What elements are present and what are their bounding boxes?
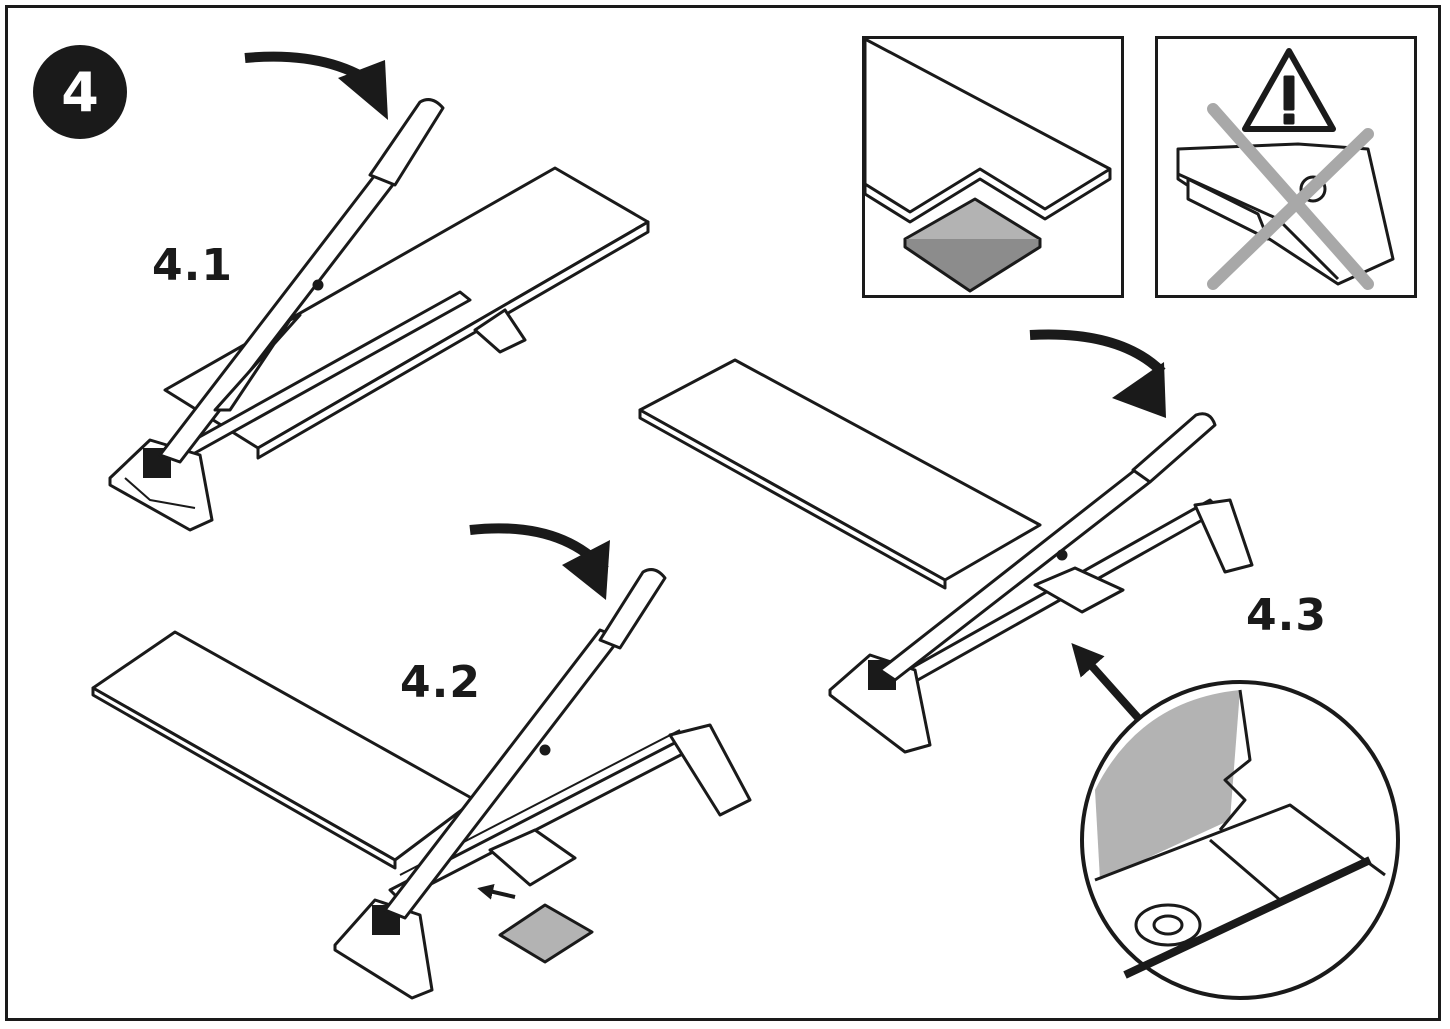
substep-label-4-2: 4.2	[400, 657, 481, 708]
inset-warning-incorrect-usage	[1155, 36, 1417, 298]
inset-correct-usage	[862, 36, 1124, 298]
page-frame	[5, 5, 1441, 1021]
cutter-base	[333, 898, 434, 1000]
cutter-base	[828, 653, 932, 754]
step-4-3-illustration	[638, 329, 1400, 1000]
lever-handle	[368, 98, 445, 187]
substep-label-4-1: 4.1	[152, 240, 233, 291]
board	[638, 358, 1042, 582]
step-number-badge: 4	[33, 45, 127, 139]
offcut-piece	[498, 903, 594, 964]
step-4-2-illustration	[91, 523, 752, 1000]
rotate-arrow-icon	[1029, 329, 1166, 376]
cross-out-mark	[1207, 103, 1374, 290]
notched-board-icon	[865, 39, 1112, 293]
detail-zoom-circle	[1080, 680, 1400, 1000]
step-4-1-illustration	[108, 51, 650, 532]
substep-label-4-3: 4.3	[1246, 590, 1327, 641]
warning-triangle-icon	[1176, 48, 1395, 290]
board	[163, 166, 650, 450]
